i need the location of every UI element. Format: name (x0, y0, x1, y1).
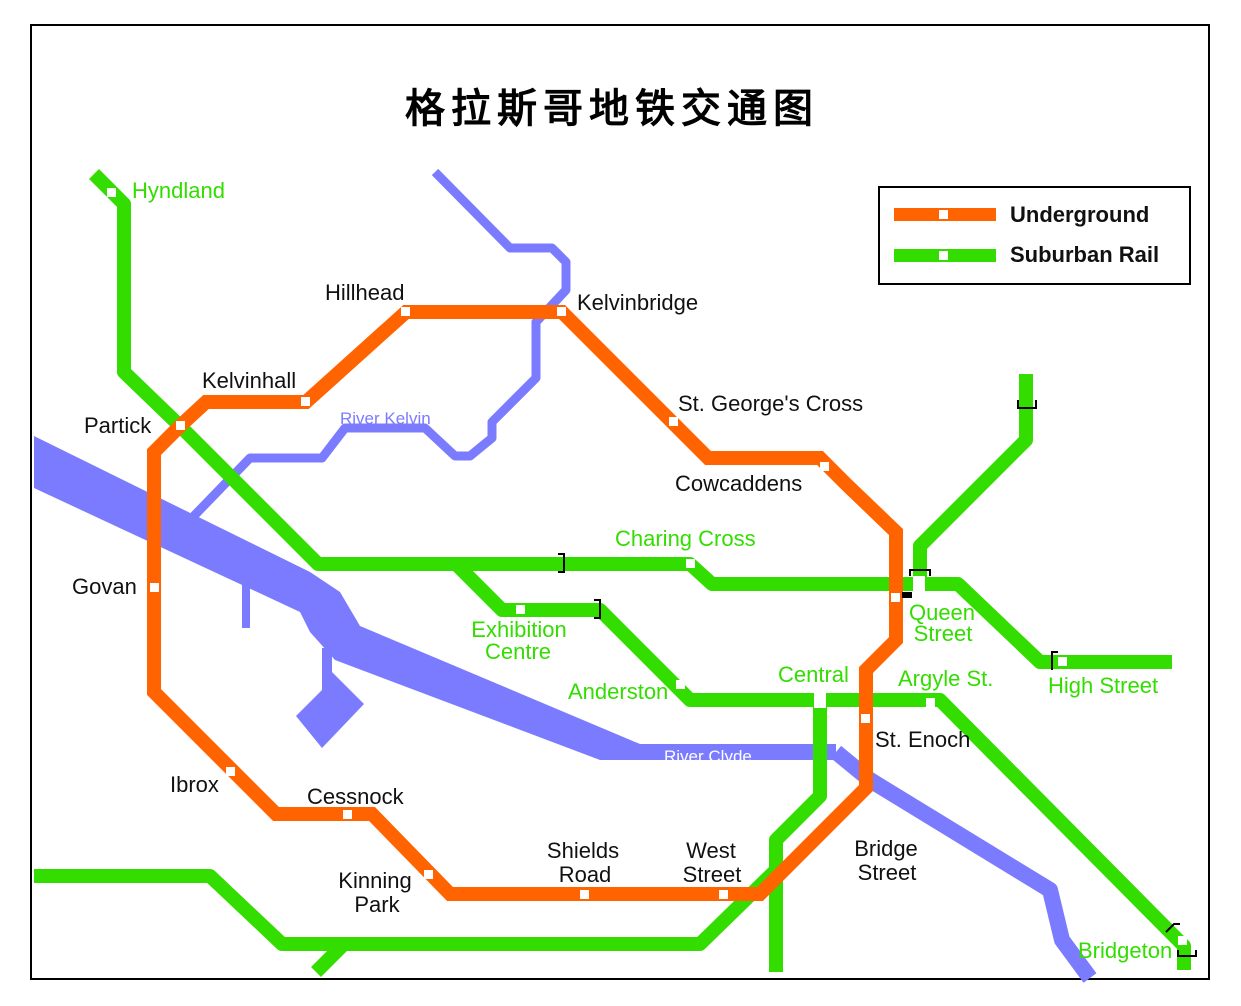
river-clyde-east (830, 745, 1097, 983)
label-queen-street-line1: Queen (909, 600, 975, 625)
label-shields-road-line1: Shields (547, 838, 619, 863)
label-exhibition-centre-line2: Centre (485, 639, 551, 664)
tick-exhibition-east (594, 599, 601, 619)
label-st-georges-cross: St. George's Cross (678, 391, 863, 416)
label-bridgeton: Bridgeton (1078, 938, 1172, 963)
legend-underground-label: Underground (1010, 202, 1149, 227)
label-shields-road-line2: Road (559, 862, 612, 887)
marker-kelvinbridge (557, 307, 566, 316)
legend-suburban-label: Suburban Rail (1010, 242, 1159, 267)
line-end-ticks (558, 400, 1197, 957)
label-bridge-street-line2: Street (858, 860, 917, 885)
label-st-enoch: St. Enoch (875, 727, 970, 752)
marker-partick (176, 421, 185, 430)
label-kelvinbridge: Kelvinbridge (577, 290, 698, 315)
marker-bridgeton (1178, 936, 1187, 945)
tick-charing-cross-west (558, 553, 565, 573)
marker-cessnock (343, 810, 352, 819)
river-kelvin-label: River Kelvin (340, 409, 431, 428)
label-exhibition-centre-line1: Exhibition (471, 617, 566, 642)
marker-bridge-street (837, 828, 846, 837)
tick-bridgeton-top (1165, 923, 1180, 933)
label-partick: Partick (84, 413, 152, 438)
label-argyle-st: Argyle St. (898, 666, 993, 691)
suburban-rail-lines (34, 169, 1191, 977)
suburban-line-south (34, 864, 781, 951)
rivers (34, 168, 1097, 983)
tick-high-street-west (1051, 651, 1058, 670)
label-govan: Govan (72, 574, 137, 599)
map-legend: Underground Suburban Rail (878, 186, 1191, 285)
marker-high-street (1058, 657, 1067, 666)
river-dock-basin (296, 648, 364, 748)
marker-hyndland (107, 188, 116, 197)
label-cessnock: Cessnock (307, 784, 405, 809)
legend-suburban-marker (939, 251, 948, 260)
tick-bridgeton-bottom (1177, 950, 1197, 957)
marker-hillhead (401, 307, 410, 316)
suburban-line-north-clyde (89, 169, 1172, 669)
marker-central (814, 688, 826, 708)
label-queen-street-line2: Street (914, 621, 973, 646)
legend-box (878, 186, 1191, 285)
river-kelvin-line (186, 168, 571, 524)
marker-govan (150, 583, 159, 592)
map-title: 格拉斯哥地铁交通图 (405, 85, 819, 132)
label-central: Central (778, 662, 849, 687)
map-frame (30, 24, 1210, 980)
label-kinning-park-line1: Kinning (338, 868, 411, 893)
tick-northeast-end (1017, 400, 1037, 409)
label-high-street: High Street (1048, 673, 1158, 698)
label-kelvinhall: Kelvinhall (202, 368, 296, 393)
marker-st-enoch (861, 714, 870, 723)
marker-kinning-park (424, 870, 433, 879)
label-west-street-line1: West (686, 838, 736, 863)
suburban-line-central-south (769, 700, 827, 972)
underground-station-labels: Hillhead Kelvinbridge Kelvinhall St. Geo… (72, 280, 970, 917)
marker-cowcaddens (820, 462, 829, 471)
station-markers (107, 188, 1187, 945)
marker-exhibition-centre (516, 605, 525, 614)
marker-kelvinhall (301, 397, 310, 406)
marker-queen-street (913, 576, 925, 598)
marker-st-georges-cross (669, 417, 678, 426)
label-anderston: Anderston (568, 679, 668, 704)
marker-anderston (676, 680, 685, 689)
queen-street-connector (902, 592, 912, 598)
label-kinning-park-line2: Park (354, 892, 400, 917)
legend-underground-marker (939, 210, 948, 219)
label-hyndland: Hyndland (132, 178, 225, 203)
suburban-line-northeast (913, 374, 1033, 584)
label-west-street-line2: Street (683, 862, 742, 887)
suburban-line-southwest-spur (311, 941, 347, 977)
marker-buchanan-street (891, 593, 900, 602)
marker-shields-road (580, 890, 589, 899)
suburban-station-labels: Hyndland Charing Cross Exhibition Centre… (132, 178, 1172, 963)
label-ibrox: Ibrox (170, 772, 219, 797)
marker-west-street (719, 890, 728, 899)
river-clyde-body (34, 436, 836, 760)
label-cowcaddens: Cowcaddens (675, 471, 802, 496)
marker-charing-cross (686, 559, 695, 568)
label-hillhead: Hillhead (325, 280, 405, 305)
river-clyde-label: River Clyde (664, 747, 752, 766)
label-bridge-street-line1: Bridge (854, 836, 918, 861)
marker-argyle-st (926, 698, 935, 707)
suburban-line-exhibition (451, 559, 1191, 970)
label-charing-cross: Charing Cross (615, 526, 756, 551)
marker-ibrox (226, 767, 235, 776)
tick-queen-street-top (909, 569, 931, 576)
